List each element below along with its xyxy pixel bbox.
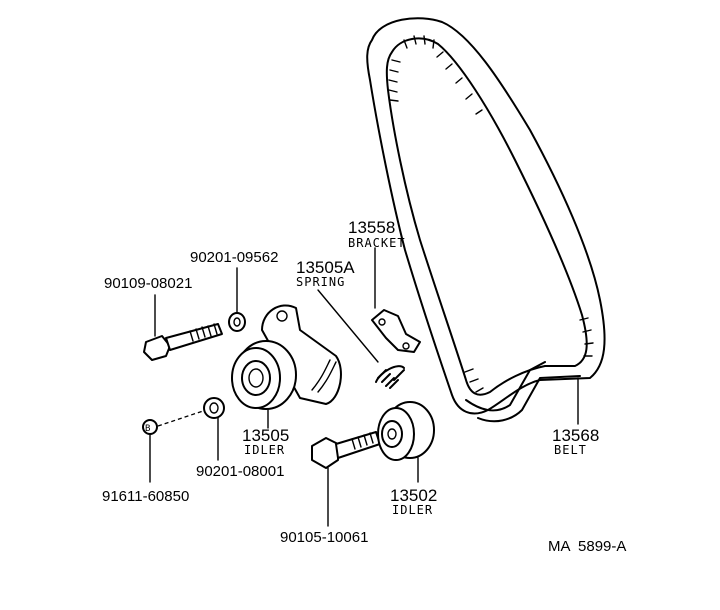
part-number-13558: 13558 — [348, 218, 395, 237]
part-name-belt: BELT — [554, 443, 587, 457]
timing-belt-drawing — [366, 17, 606, 425]
stud-and-washer-drawing — [142, 397, 225, 483]
drawing-code: MA 5899-A — [548, 538, 626, 555]
bolt-90109-drawing — [143, 294, 223, 361]
spring-drawing — [317, 289, 405, 389]
washer-upper-drawing — [228, 267, 246, 332]
part-name-bracket: BRACKET — [348, 236, 406, 250]
part-name-spring: SPRING — [296, 275, 345, 289]
part-number-90105-10061: 90105-10061 — [280, 529, 368, 546]
part-number-90201-09562: 90201-09562 — [190, 249, 278, 266]
stud-marker-b: B — [145, 424, 150, 434]
part-name-idler-13502: IDLER — [392, 503, 433, 517]
idler-13502-drawing — [377, 401, 435, 483]
part-number-90109-08021: 90109-08021 — [104, 275, 192, 292]
part-number-90201-08001: 90201-08001 — [196, 463, 284, 480]
bracket-drawing — [371, 247, 421, 353]
part-number-13505: 13505 — [242, 426, 289, 445]
idler-13505-drawing — [231, 304, 342, 429]
bolt-90105-drawing — [311, 431, 381, 527]
part-name-idler-13505: IDLER — [244, 443, 285, 457]
part-number-13505A: 13505A — [296, 258, 355, 277]
part-number-13502: 13502 — [390, 486, 437, 505]
part-number-13568: 13568 — [552, 426, 599, 445]
part-number-91611-60850: 91611-60850 — [102, 488, 189, 505]
